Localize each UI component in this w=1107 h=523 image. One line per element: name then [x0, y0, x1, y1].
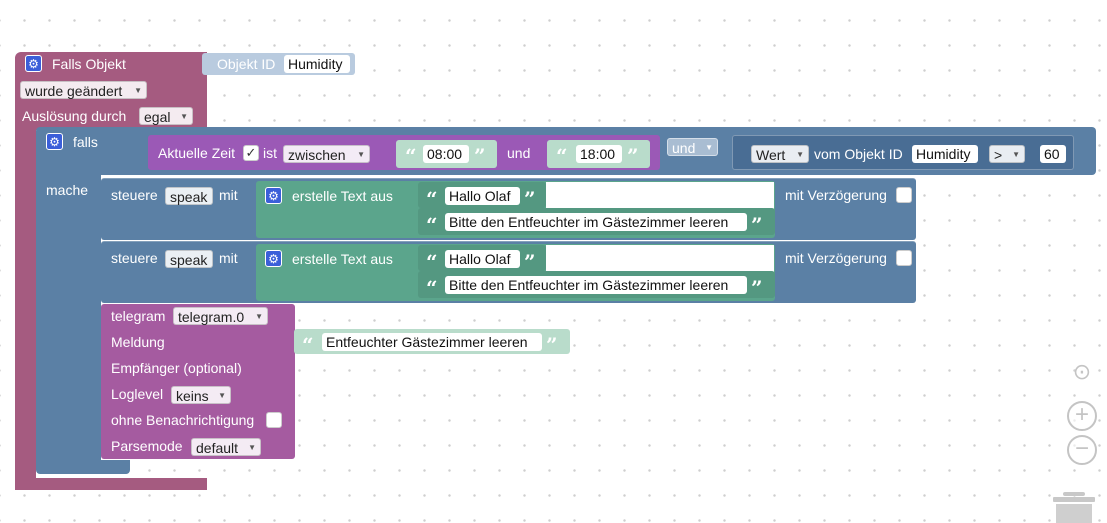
speak-1-line2-field[interactable]: Bitte den Entfeuchter im Gästezimmer lee… [445, 213, 747, 231]
telegram-label: telegram [111, 308, 166, 324]
telegram-parsemode-label: Parsemode [111, 438, 183, 454]
speak-2-gear-icon[interactable]: ⚙ [265, 250, 282, 267]
recenter-icon[interactable]: ⊙ [1072, 359, 1092, 384]
trash-body [1056, 504, 1092, 523]
dropdown-arrow-icon: ▼ [218, 391, 226, 400]
value-dropdown[interactable]: Wert▼ [751, 145, 809, 163]
if-gear-icon[interactable]: ⚙ [46, 133, 63, 150]
quote-close-icon: ” [474, 144, 486, 168]
telegram-message-label: Meldung [111, 334, 165, 350]
quote-close-icon: ” [524, 187, 536, 211]
telegram-loglevel-dropdown[interactable]: keins▼ [171, 386, 231, 404]
speak-1-target-dropdown[interactable]: speak [165, 187, 213, 205]
dropdown-arrow-icon: ▼ [357, 150, 365, 159]
quote-close-icon: ” [751, 276, 763, 300]
quote-close-icon: ” [524, 250, 536, 274]
zoom-out-icon[interactable]: − [1067, 435, 1097, 465]
time-ist-label: ist [263, 145, 277, 161]
trash-lid [1063, 492, 1085, 496]
speak-1-delay-checkbox[interactable] [896, 187, 912, 203]
speak-2-create-text-label: erstelle Text aus [292, 251, 393, 267]
vom-objekt-label: vom Objekt ID [814, 146, 903, 162]
zoom-in-icon[interactable]: + [1067, 401, 1097, 431]
speak-2-delay-checkbox[interactable] [896, 250, 912, 266]
quote-open-icon: “ [426, 276, 438, 300]
dropdown-arrow-icon: ▼ [248, 443, 256, 452]
quote-open-icon: “ [426, 187, 438, 211]
speak-2-mit-label: mit [219, 250, 238, 266]
trigger-title: Falls Objekt [52, 56, 126, 72]
time-checkbox[interactable]: ✓ [243, 145, 259, 161]
speak-2-line1-field[interactable]: Hallo Olaf [445, 250, 520, 268]
quote-open-icon: “ [405, 144, 417, 168]
logic-op-dropdown[interactable]: und▼ [667, 138, 718, 156]
speak-2-control-label: steuere [111, 250, 158, 266]
speak-1-line1-field[interactable]: Hallo Olaf [445, 187, 520, 205]
dropdown-arrow-icon: ▼ [255, 312, 263, 321]
compare-object-field[interactable]: Humidity [912, 145, 978, 163]
trash-icon[interactable] [1053, 490, 1095, 523]
quote-open-icon: “ [302, 333, 314, 357]
quote-open-icon: “ [426, 213, 438, 237]
if-mache-label: mache [46, 182, 89, 198]
speak-1-control-label: steuere [111, 187, 158, 203]
speak-2-empty-slot [546, 245, 774, 273]
telegram-message-field[interactable]: Entfeuchter Gästezimmer leeren [322, 333, 542, 351]
time-from-field[interactable]: 08:00 [423, 145, 469, 163]
telegram-recipient-label: Empfänger (optional) [111, 360, 242, 376]
telegram-loglevel-label: Loglevel [111, 386, 164, 402]
telegram-silent-checkbox[interactable] [266, 412, 282, 428]
compare-value-field[interactable]: 60 [1040, 145, 1066, 163]
quote-open-icon: “ [426, 250, 438, 274]
trigger-by-label: Auslösung durch [22, 108, 127, 124]
telegram-silent-label: ohne Benachrichtigung [111, 412, 255, 428]
dropdown-arrow-icon: ▼ [134, 86, 142, 95]
time-label: Aktuelle Zeit [158, 145, 236, 161]
speak-1-mit-label: mit [219, 187, 238, 203]
trigger-gear-icon[interactable]: ⚙ [25, 55, 42, 72]
quote-close-icon: ” [546, 333, 558, 357]
condition-dropdown[interactable]: wurde geändert▼ [20, 81, 147, 99]
if-block-spine [36, 170, 101, 470]
trigger-block-spine [15, 125, 36, 490]
speak-2-delay-label: mit Verzögerung [785, 250, 887, 266]
speak-1-create-text-label: erstelle Text aus [292, 188, 393, 204]
telegram-instance-dropdown[interactable]: telegram.0▼ [173, 307, 268, 325]
dropdown-arrow-icon: ▼ [796, 150, 804, 159]
telegram-block[interactable] [101, 304, 295, 459]
speak-1-delay-label: mit Verzögerung [785, 187, 887, 203]
speak-1-empty-slot [546, 182, 774, 210]
dropdown-arrow-icon: ▼ [180, 112, 188, 121]
quote-close-icon: ” [627, 144, 639, 168]
telegram-parsemode-dropdown[interactable]: default▼ [191, 438, 261, 456]
compare-op-dropdown[interactable]: >▼ [989, 145, 1025, 163]
object-id-field[interactable]: Humidity [284, 55, 350, 73]
time-to-field[interactable]: 18:00 [576, 145, 622, 163]
speak-1-gear-icon[interactable]: ⚙ [265, 187, 282, 204]
quote-open-icon: “ [556, 144, 568, 168]
trigger-block-bottom [15, 478, 207, 490]
trigger-by-dropdown[interactable]: egal▼ [139, 107, 193, 125]
time-und-label: und [507, 145, 531, 161]
trash-rim [1053, 497, 1095, 502]
speak-2-target-dropdown[interactable]: speak [165, 250, 213, 268]
if-falls-label: falls [73, 134, 98, 150]
quote-close-icon: ” [751, 213, 763, 237]
between-dropdown[interactable]: zwischen▼ [283, 145, 370, 163]
object-id-label: Objekt ID [217, 56, 276, 72]
dropdown-arrow-icon: ▼ [1012, 150, 1020, 159]
speak-2-line2-field[interactable]: Bitte den Entfeuchter im Gästezimmer lee… [445, 276, 747, 294]
if-block-bottom [36, 460, 130, 474]
dropdown-arrow-icon: ▼ [705, 143, 713, 152]
